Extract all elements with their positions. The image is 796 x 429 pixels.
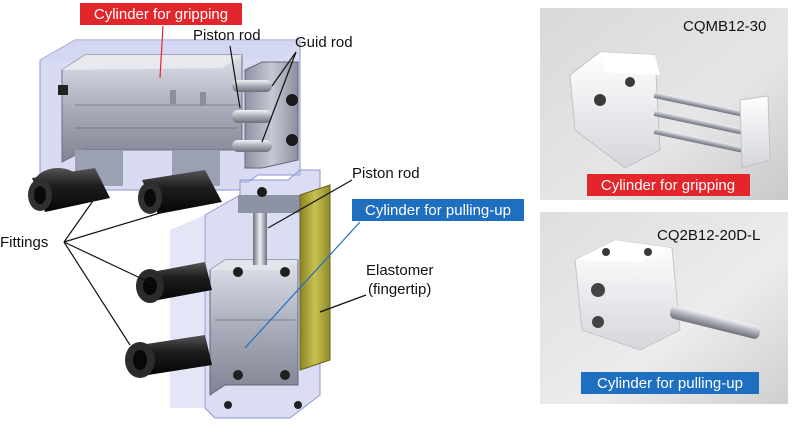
cylinder-gripping-label: Cylinder for gripping: [94, 6, 228, 23]
guide-rod-upper: [232, 80, 272, 92]
cylinder-gripping-tag: Cylinder for gripping: [80, 3, 242, 25]
piston-rod-mid-label: Piston rod: [352, 165, 420, 182]
pulling-cylinder-body: [209, 259, 299, 396]
leader-lines: [63, 25, 367, 349]
elastomer-label: Elastomer: [366, 262, 434, 279]
gripper-assembly-illustration: [28, 39, 331, 419]
fitting-4: [125, 335, 212, 378]
housing-lower-side: [170, 215, 205, 408]
fittings-label: Fittings: [0, 234, 48, 251]
fitting-2: [138, 150, 222, 214]
gripping-cylinder-body: [58, 54, 243, 163]
cylinder-pulling-tag: Cylinder for pulling-up: [352, 199, 524, 221]
photo-top-tag: Cylinder for gripping: [601, 177, 735, 194]
piston-rod-top-label: Piston rod: [193, 27, 261, 44]
photo-bottom-model: CQ2B12-20D-L: [657, 227, 760, 244]
cylinder-pulling-label: Cylinder for pulling-up: [365, 202, 511, 219]
guide-rod-lower: [232, 140, 272, 152]
photo-top-model: CQMB12-30: [683, 18, 766, 35]
piston-rod-vertical: [253, 205, 267, 265]
elastomer-fingertip: [299, 184, 331, 371]
fingertip-label: (fingertip): [368, 281, 431, 298]
fitting-1: [28, 150, 123, 212]
fitting-3: [136, 262, 212, 303]
photo-bottom-tag: Cylinder for pulling-up: [597, 375, 743, 392]
guid-rod-label: Guid rod: [295, 34, 353, 51]
photo-top: CQMB12-30 Cylinder for gripping: [540, 8, 788, 200]
photo-bottom: CQ2B12-20D-L Cylinder for pulling-up: [540, 212, 788, 404]
rod-mount-block: [238, 195, 300, 213]
piston-rod-upper: [232, 110, 272, 123]
